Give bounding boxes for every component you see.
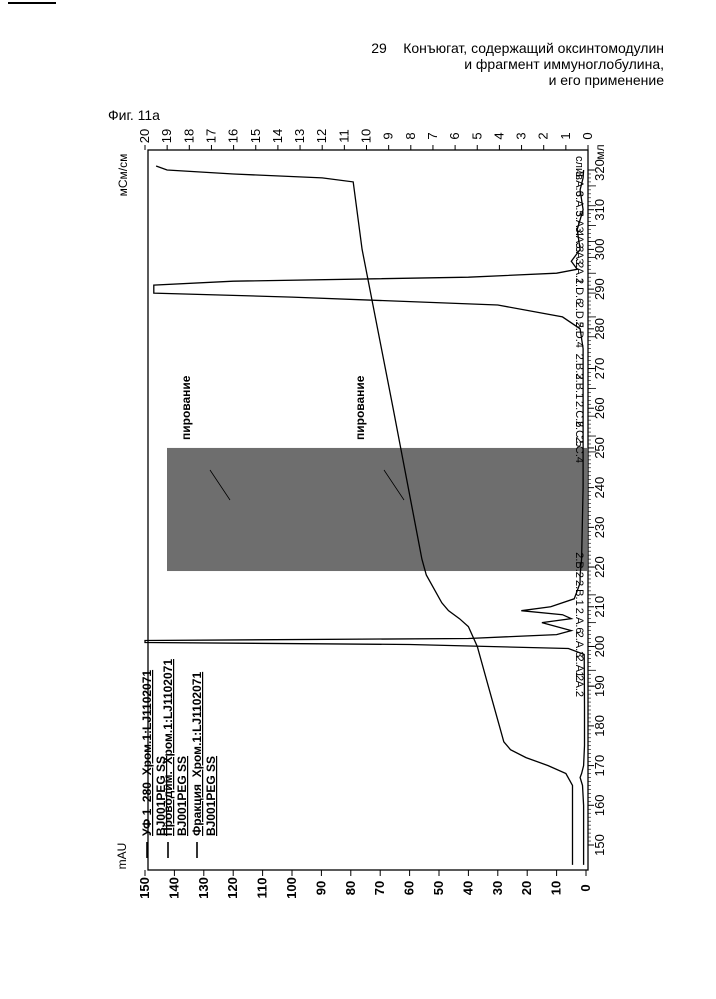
fraction-label: 2.А.2 xyxy=(573,655,585,681)
fraction-label: 2.В.1 xyxy=(573,580,585,606)
ms-tick-label: 12 xyxy=(314,129,329,143)
ms-tick-label: 2 xyxy=(536,132,551,139)
ms-tick-label: 0 xyxy=(580,132,595,139)
ms-tick-label: 19 xyxy=(159,129,174,143)
mau-tick-label: 120 xyxy=(225,877,240,899)
ms-tick-label: 13 xyxy=(292,129,307,143)
x-tick-label: 250 xyxy=(592,437,607,459)
mau-tick-label: 130 xyxy=(196,877,211,899)
fraction-label: слив xyxy=(573,156,585,180)
x-tick-label: 210 xyxy=(592,596,607,618)
fraction-label: 2.А.6 xyxy=(573,608,585,634)
mau-tick-label: 80 xyxy=(343,881,358,895)
ms-tick-label: 8 xyxy=(403,132,418,139)
mau-tick-label: 10 xyxy=(549,881,564,895)
x-tick-label: 230 xyxy=(592,517,607,539)
ms-tick-label: 18 xyxy=(181,129,196,143)
mau-axis-label: mAU xyxy=(115,843,129,870)
ms-tick-label: 11 xyxy=(336,129,351,143)
x-tick-label: 170 xyxy=(592,755,607,777)
ms-tick-label: 10 xyxy=(359,129,374,143)
x-tick-label: 160 xyxy=(592,794,607,816)
legend-entry-line1: Фракция_Хром.1:LJ1102071 xyxy=(190,672,204,836)
mau-tick-label: 40 xyxy=(460,881,475,895)
fraction-label: 2.В.2 xyxy=(573,552,585,578)
legend-entry-line1: УФ 1_280_Хром.1:LJ1102071 xyxy=(140,670,154,836)
mau-tick-label: 0 xyxy=(578,884,593,891)
ms-tick-label: 3 xyxy=(514,132,529,139)
ms-tick-label: 1 xyxy=(558,132,573,139)
mau-tick-label: 100 xyxy=(284,877,299,899)
legend-entry-line2: BJ001PEG SS xyxy=(175,756,189,836)
x-tick-label: 290 xyxy=(592,278,607,300)
ms-tick-label: 16 xyxy=(226,129,241,143)
fraction-label: 2.D.5 xyxy=(573,302,585,328)
band-annotation: пирование xyxy=(353,375,367,440)
fraction-band xyxy=(167,448,587,571)
ms-tick-label: 6 xyxy=(447,132,462,139)
x-axis-label: мл xyxy=(593,144,607,159)
x-tick-label: 310 xyxy=(592,199,607,221)
mau-tick-label: 30 xyxy=(490,881,505,895)
mau-tick-label: 70 xyxy=(372,881,387,895)
fraction-label: 2.В.3 xyxy=(573,354,585,380)
x-tick-label: 240 xyxy=(592,477,607,499)
fraction-label: 2.С.6 xyxy=(573,401,585,427)
mau-tick-label: 60 xyxy=(402,881,417,895)
band-annotation: пирование xyxy=(179,375,193,440)
ms-tick-label: 5 xyxy=(469,132,484,139)
ms-axis-label: мСм/см xyxy=(116,154,130,197)
mau-tick-label: 90 xyxy=(313,881,328,895)
mau-tick-label: 150 xyxy=(137,877,152,899)
ms-tick-label: 20 xyxy=(137,129,152,143)
fraction-label: 2.А.3 xyxy=(573,632,585,658)
x-tick-label: 180 xyxy=(592,715,607,737)
legend-entry-line2: BJ001PEG SS xyxy=(204,756,218,836)
legend-entry-line1: Проводим._Хром.1:LJ1102071 xyxy=(161,659,175,836)
ms-tick-label: 15 xyxy=(248,129,263,143)
mau-tick-label: 50 xyxy=(431,881,446,895)
mau-tick-label: 20 xyxy=(519,881,534,895)
x-tick-label: 150 xyxy=(592,834,607,856)
ms-tick-label: 17 xyxy=(203,129,218,143)
mau-tick-label: 140 xyxy=(166,877,181,899)
ms-tick-label: 7 xyxy=(425,132,440,139)
ms-tick-label: 14 xyxy=(270,129,285,143)
ms-tick-label: 9 xyxy=(381,132,396,139)
ms-tick-label: 4 xyxy=(491,132,506,139)
mau-tick-label: 110 xyxy=(255,878,270,899)
